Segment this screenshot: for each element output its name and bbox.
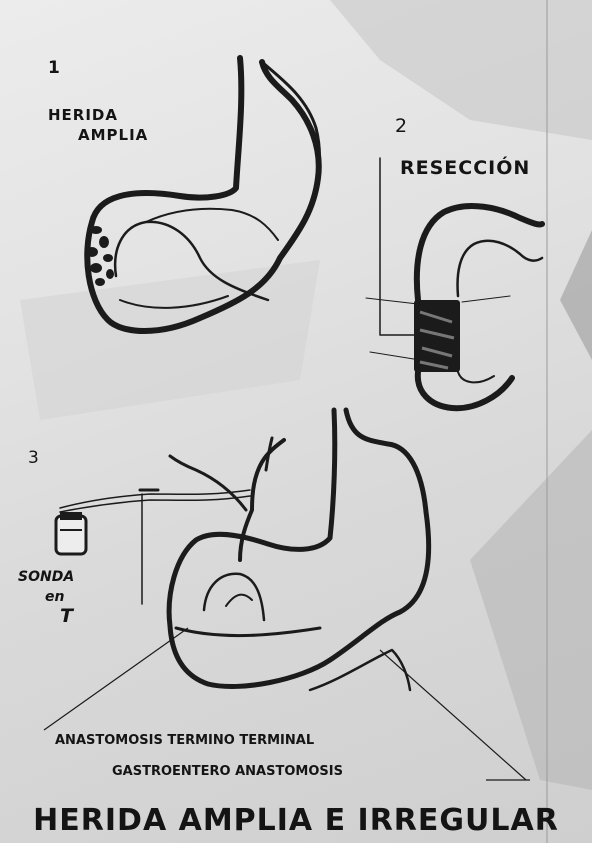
sonda-label-line-1: SONDA bbox=[18, 570, 74, 584]
annotation-termino-terminal: ANASTOMOSIS TERMINO TERMINAL bbox=[55, 734, 314, 747]
plate-caption: HERIDA AMPLIA E IRREGULAR bbox=[0, 806, 592, 836]
figure-1-title-line-1: HERIDA bbox=[48, 108, 118, 123]
resected-segment bbox=[414, 300, 460, 372]
sonda-label-line-3: T bbox=[60, 607, 73, 626]
figure-3-number: 3 bbox=[28, 450, 39, 467]
drain-bottle bbox=[56, 512, 86, 554]
annotation-gastroentero: GASTROENTERO ANASTOMOSIS bbox=[112, 765, 343, 778]
leader-lines bbox=[44, 628, 530, 780]
figure-2-title: RESECCIÓN bbox=[400, 159, 530, 178]
sonda-label-line-2: en bbox=[45, 590, 64, 604]
figure-1-number: 1 bbox=[48, 60, 60, 77]
figure-2-number: 2 bbox=[395, 117, 407, 136]
figure-1-title-line-2: AMPLIA bbox=[78, 128, 148, 143]
figure-3-anastomosis bbox=[60, 410, 429, 690]
